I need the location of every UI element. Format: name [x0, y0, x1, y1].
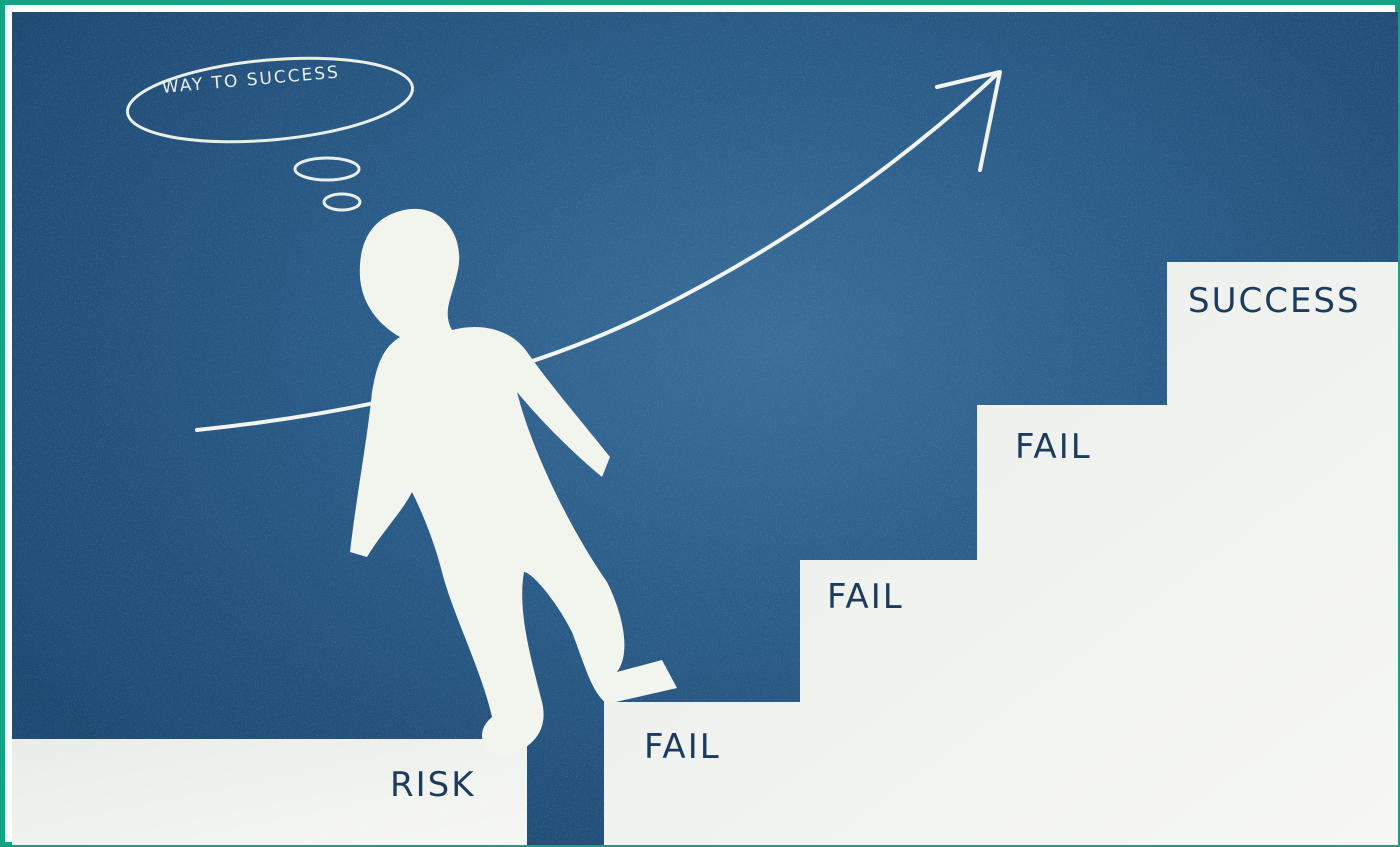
step-label-risk: RISK	[390, 765, 476, 805]
paper-stairs	[12, 262, 1398, 845]
step-label-success: SUCCESS	[1188, 281, 1361, 321]
step-label-fail-2: FAIL	[827, 577, 904, 617]
thought-bubble-icon	[126, 56, 414, 212]
paper-cutout-person-icon	[350, 208, 677, 758]
step-label-fail-3: FAIL	[1015, 427, 1092, 467]
chalk-arrow-icon	[195, 70, 1002, 432]
illustration-scene: WAY TO SUCCESS RISK FAIL FAIL FAIL SUCCE…	[12, 12, 1398, 845]
step-label-fail-1: FAIL	[644, 727, 721, 767]
